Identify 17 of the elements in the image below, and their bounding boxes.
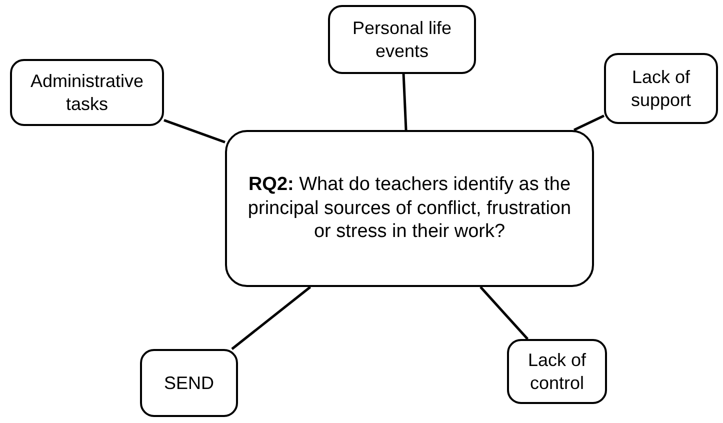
connector-line bbox=[573, 114, 605, 132]
node-text: SEND bbox=[164, 372, 214, 394]
node-text: Lack of support bbox=[630, 66, 692, 111]
connector-line bbox=[402, 74, 408, 130]
connector-line bbox=[231, 286, 312, 350]
node-text: Administrative tasks bbox=[29, 70, 145, 115]
question-box bbox=[225, 130, 594, 287]
node-text: Personal life events bbox=[351, 17, 453, 62]
node-text: RQ2: What do teachers identify as the principal sources of conflict, frustration or stress in their work? bbox=[246, 172, 572, 244]
connector-line bbox=[480, 286, 529, 340]
topic-box bbox=[604, 53, 718, 124]
topic-box bbox=[10, 59, 164, 126]
topic-box bbox=[328, 5, 476, 74]
topic-box bbox=[507, 339, 607, 404]
topic-box bbox=[140, 349, 238, 417]
connector-line bbox=[164, 119, 226, 144]
node-text: Lack of control bbox=[526, 349, 588, 394]
